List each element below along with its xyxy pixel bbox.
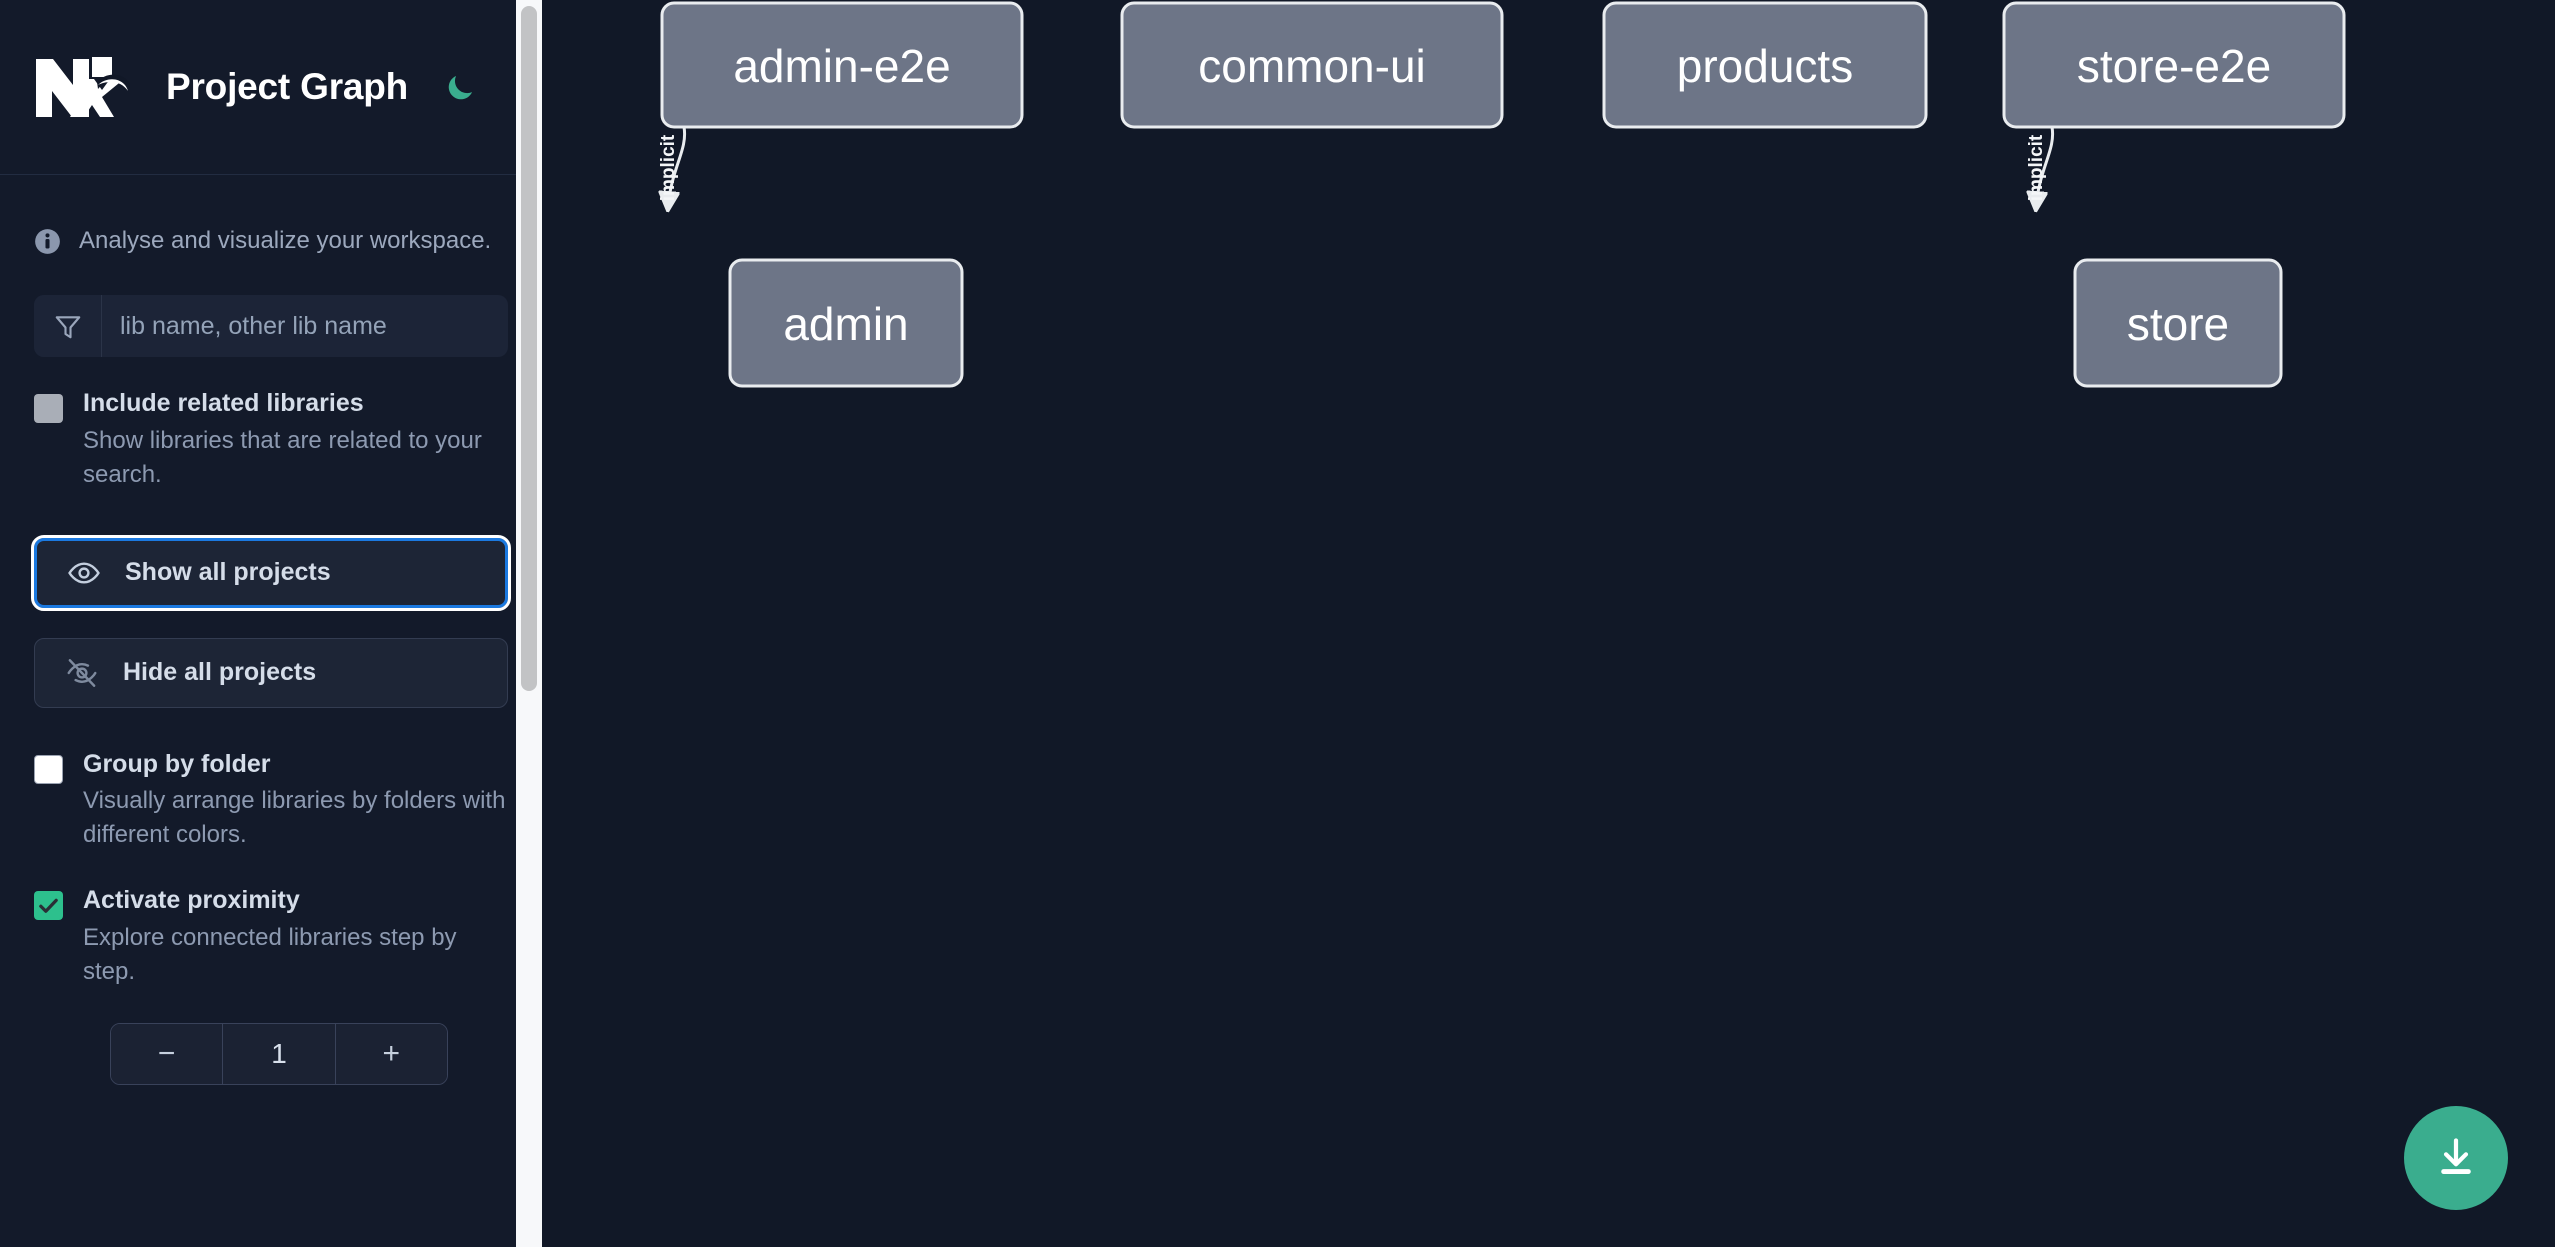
graph-node-store-e2e[interactable]: store-e2e: [2002, 1, 2346, 129]
info-icon: [34, 228, 61, 255]
show-all-projects-label: Show all projects: [125, 558, 331, 587]
tagline: Analyse and visualize your workspace.: [0, 175, 542, 271]
option-include-related-libraries[interactable]: Include related libraries Show libraries…: [0, 389, 542, 492]
option-description: Visually arrange libraries by folders wi…: [83, 787, 506, 849]
download-icon: [2433, 1134, 2479, 1183]
sidebar-scrollbar[interactable]: [516, 0, 542, 1247]
edge-label: implicit: [658, 134, 679, 201]
sidebar: Project Graph Analyse and visualize your…: [0, 0, 542, 1247]
sidebar-scrollbar-thumb[interactable]: [521, 6, 537, 691]
node-label: store-e2e: [2077, 40, 2271, 92]
filter-bar: [34, 295, 508, 357]
edge-store-e2e-to-store[interactable]: implicit: [2026, 126, 2055, 208]
option-title: Group by folder: [83, 749, 271, 778]
group-by-folder-checkbox[interactable]: [34, 754, 63, 784]
node-label: admin: [783, 298, 908, 350]
graph-node-store[interactable]: store: [2073, 258, 2283, 388]
page-title: Project Graph: [166, 66, 409, 107]
graph-node-admin-e2e[interactable]: admin-e2e: [660, 1, 1024, 129]
activate-proximity-checkbox[interactable]: [34, 891, 63, 921]
filter-icon: [34, 295, 102, 357]
hide-all-projects-label: Hide all projects: [123, 658, 317, 687]
proximity-decrement-button[interactable]: −: [111, 1023, 223, 1084]
graph-node-admin[interactable]: admin: [728, 258, 964, 388]
eye-icon: [67, 556, 101, 590]
download-graph-button[interactable]: [2404, 1106, 2508, 1210]
graph-canvas[interactable]: implicit implicit admin-e2e common-ui: [542, 0, 2555, 1247]
node-label: admin-e2e: [733, 40, 950, 92]
project-graph-svg: implicit implicit admin-e2e common-ui: [542, 1, 2346, 388]
option-title: Activate proximity: [83, 886, 300, 915]
graph-node-common-ui[interactable]: common-ui: [1120, 1, 1504, 129]
option-group-by-folder[interactable]: Group by folder Visually arrange librari…: [0, 750, 542, 853]
hide-all-projects-button[interactable]: Hide all projects: [34, 637, 508, 708]
include-related-libraries-checkbox[interactable]: [34, 394, 63, 423]
graph-edges: implicit implicit: [658, 126, 2055, 208]
edge-label: implicit: [2026, 134, 2047, 201]
node-label: store: [2127, 298, 2229, 350]
show-all-projects-button[interactable]: Show all projects: [31, 534, 511, 611]
nx-logo-icon: [34, 51, 133, 123]
graph-nodes: admin-e2e common-ui products store-e2e a…: [660, 1, 2346, 388]
edge-admin-e2e-to-admin[interactable]: implicit: [658, 126, 687, 208]
proximity-value: 1: [222, 1023, 336, 1084]
moon-icon[interactable]: [438, 65, 482, 109]
node-label: common-ui: [1198, 40, 1426, 92]
proximity-increment-button[interactable]: +: [335, 1023, 447, 1084]
proximity-stepper: − 1 +: [110, 1022, 448, 1085]
option-description: Explore connected libraries step by step…: [83, 923, 457, 985]
sidebar-header: Project Graph: [0, 0, 542, 175]
tagline-text: Analyse and visualize your workspace.: [79, 227, 492, 254]
eye-off-icon: [65, 656, 99, 690]
graph-node-products[interactable]: products: [1602, 1, 1928, 129]
search-input[interactable]: [102, 295, 508, 357]
option-title: Include related libraries: [83, 389, 364, 417]
node-label: products: [1677, 40, 1853, 92]
option-description: Show libraries that are related to your …: [83, 426, 482, 488]
option-activate-proximity[interactable]: Activate proximity Explore connected lib…: [0, 886, 542, 989]
